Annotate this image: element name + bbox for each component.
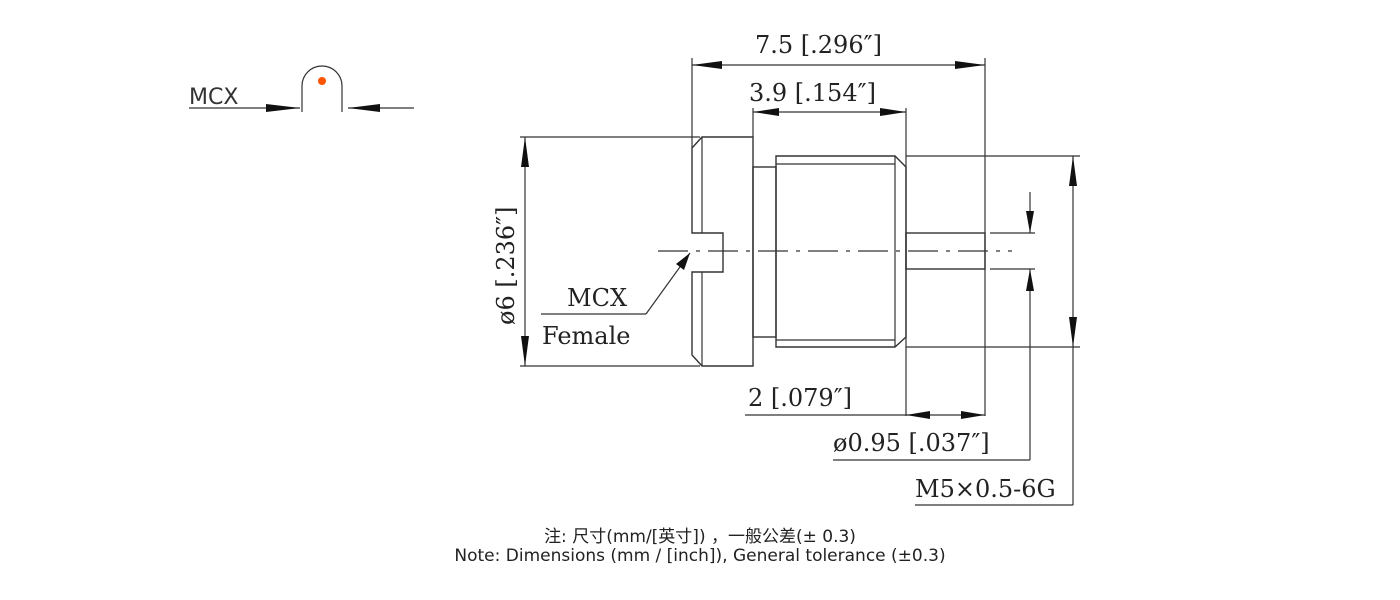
mcx-symbol: MCX <box>189 65 414 112</box>
connector-symbol-icon <box>301 65 343 112</box>
overall-length-label: 7.5 [.296″] <box>755 31 882 59</box>
diameter-label: ø6 [.236″] <box>492 207 520 325</box>
dim-thread-height <box>906 155 1080 505</box>
thread-spec-label: M5×0.5-6G <box>915 475 1056 503</box>
pin-diameter-label: ø0.95 [.037″] <box>833 429 990 457</box>
neck <box>752 166 777 338</box>
dim-overall-length: 7.5 [.296″] <box>691 31 986 416</box>
center-dot-icon <box>318 77 326 85</box>
callout-line2: Female <box>542 322 631 350</box>
callout-mcx-female: MCX Female <box>541 252 691 350</box>
arrow-left-icon <box>348 104 380 112</box>
pin-diameter-leader: ø0.95 [.037″] <box>833 429 1030 461</box>
symbol-label: MCX <box>189 85 238 110</box>
callout-line1: MCX <box>567 284 627 312</box>
dim-diameter: ø6 [.236″] <box>492 136 700 367</box>
dim-thread-length: 3.9 [.154″] <box>749 79 907 416</box>
thread-spec-leader: M5×0.5-6G <box>915 475 1073 506</box>
dim-pin-length: 2 [.079″] <box>745 384 985 419</box>
note-chinese: 注: 尺寸(mm/[英寸]) ，一般公差(± 0.3) <box>544 527 856 547</box>
connector-body <box>658 136 1012 367</box>
arrow-right-icon <box>266 104 300 112</box>
pin-length-label: 2 [.079″] <box>748 384 852 412</box>
dim-pin-diameter <box>990 192 1035 460</box>
note-english: Note: Dimensions (mm / [inch]), General … <box>454 546 946 566</box>
thread-length-label: 3.9 [.154″] <box>749 79 876 107</box>
